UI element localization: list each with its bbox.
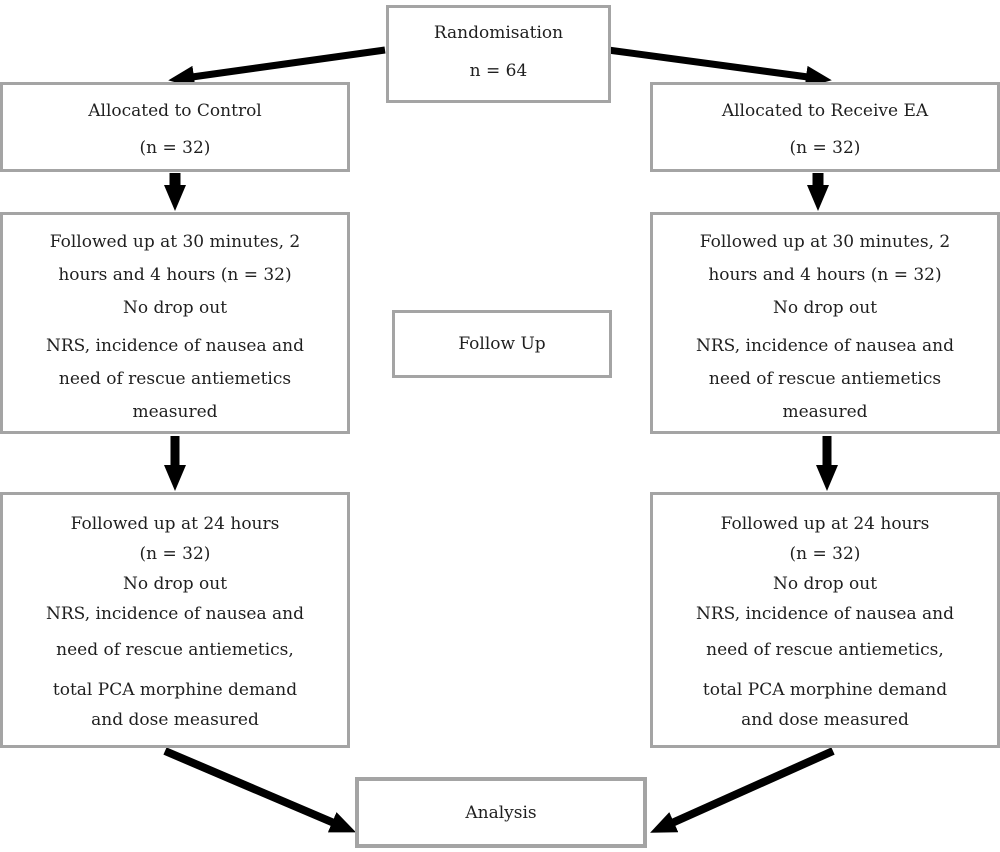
followup-label-box: Follow Up	[392, 310, 612, 378]
ea-allocation-box: Allocated to Receive EA (n = 32)	[650, 82, 1000, 172]
ea-allocation-title: Allocated to Receive EA	[721, 101, 929, 121]
control-allocation-box: Allocated to Control (n = 32)	[0, 82, 350, 172]
control-allocation-n: (n = 32)	[139, 138, 211, 158]
ea-early-followup-box: Followed up at 30 minutes, 2 hours and 4…	[650, 212, 1000, 434]
ea-24h-followup-box: Followed up at 24 hours (n = 32) No drop…	[650, 492, 1000, 748]
arrow-ea-24h-to-analysis	[650, 747, 835, 833]
arrow-randomisation-to-ea	[607, 46, 832, 88]
analysis-box: Analysis	[355, 777, 647, 848]
ea-allocation-n: (n = 32)	[789, 138, 861, 158]
randomisation-title: Randomisation	[433, 23, 564, 43]
arrow-randomisation-to-control	[168, 46, 386, 88]
followup-label: Follow Up	[458, 334, 546, 354]
randomisation-box: Randomisation n = 64	[386, 5, 611, 103]
control-allocation-title: Allocated to Control	[88, 101, 262, 121]
randomisation-n: n = 64	[469, 61, 528, 81]
control-24h-followup-box: Followed up at 24 hours (n = 32) No drop…	[0, 492, 350, 748]
arrow-control-24h-to-analysis	[163, 747, 357, 833]
analysis-label: Analysis	[465, 802, 537, 823]
control-early-followup-box: Followed up at 30 minutes, 2 hours and 4…	[0, 212, 350, 434]
